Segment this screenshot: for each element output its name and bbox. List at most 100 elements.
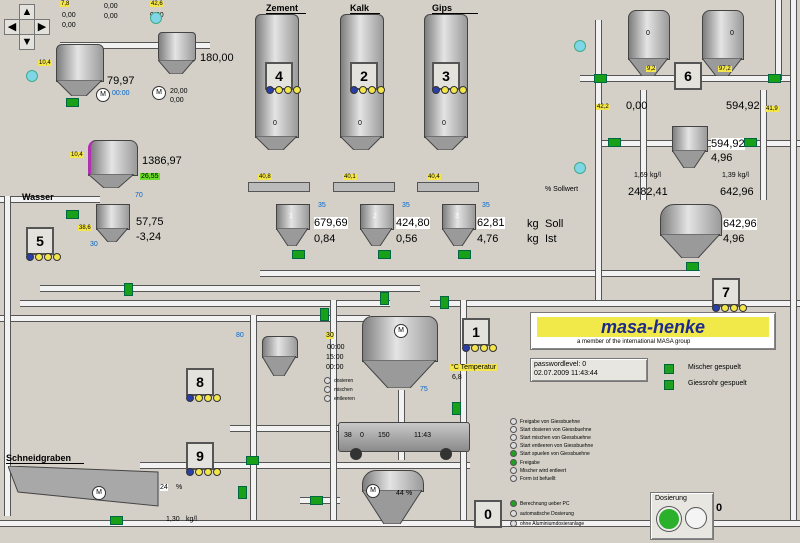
flow-value: 1,39 xyxy=(722,172,736,179)
arrow-up-icon[interactable]: ▲ xyxy=(19,4,35,20)
valve-icon[interactable] xyxy=(686,262,699,271)
dosierung-start-button[interactable] xyxy=(657,507,681,531)
valve-icon[interactable] xyxy=(310,496,323,505)
pipe xyxy=(260,270,700,277)
valve-icon[interactable] xyxy=(452,402,461,415)
pipe xyxy=(775,0,782,80)
pipe xyxy=(40,285,420,292)
company-logo: masa-henke a member of the international… xyxy=(530,312,776,350)
flow-unit: kg/l xyxy=(738,172,749,179)
valve-icon[interactable] xyxy=(440,296,449,309)
weigh-hopper-2-cone xyxy=(360,228,392,246)
dosierung-label: Dosierung xyxy=(655,495,687,502)
water-weight: 57,75 xyxy=(136,216,164,228)
pipe xyxy=(595,20,602,300)
mischer-label: Mischer gespuelt xyxy=(688,364,741,371)
station-0-button[interactable]: 0 xyxy=(474,500,502,528)
valve-icon[interactable] xyxy=(110,516,123,525)
hopper-value: 4,76 xyxy=(477,233,499,245)
supply-tank xyxy=(56,44,104,82)
value-label: 0,00 xyxy=(104,3,118,10)
tank-weight: 1386,97 xyxy=(142,155,182,167)
kalk-header: Kalk xyxy=(350,3,380,14)
arrow-left-icon[interactable]: ◀ xyxy=(4,19,20,35)
right-main-hopper xyxy=(660,204,722,236)
heated-tank xyxy=(88,140,138,176)
valve-icon[interactable] xyxy=(608,138,621,147)
value-badge: 40,1 xyxy=(343,174,357,180)
option-item[interactable]: Berechnung ueber PC xyxy=(510,500,569,507)
giess-indicator xyxy=(664,380,674,390)
valve-icon[interactable] xyxy=(66,210,79,219)
status-dots xyxy=(462,344,497,352)
valve-icon[interactable] xyxy=(378,250,391,259)
value-label: 75 xyxy=(420,386,428,393)
bottom-hopper-cone xyxy=(362,490,422,524)
station-8-button[interactable]: 8 xyxy=(186,368,214,396)
valve-icon[interactable] xyxy=(238,486,247,499)
station-9-button[interactable]: 9 xyxy=(186,442,214,470)
valve-icon[interactable] xyxy=(124,283,133,296)
trench-pct-unit: % xyxy=(176,484,183,491)
valve-icon[interactable] xyxy=(458,250,471,259)
valve-icon[interactable] xyxy=(744,138,757,147)
weigh-hopper-2 xyxy=(360,204,394,230)
valve-icon[interactable] xyxy=(246,456,259,465)
dosierung-stop-button[interactable] xyxy=(685,507,707,529)
value-badge: 40,4 xyxy=(427,174,441,180)
hopper-value: 4,96 xyxy=(711,152,733,164)
green-value: 26,55 xyxy=(140,173,160,180)
valve-icon[interactable] xyxy=(320,308,329,321)
silo-level: 0 xyxy=(442,120,446,127)
value-label: 70 xyxy=(135,192,143,199)
silo-4-button[interactable]: 4 xyxy=(265,62,293,90)
valve-icon[interactable] xyxy=(380,292,389,305)
datetime: 02.07.2009 11:43:44 xyxy=(534,370,598,377)
valve-icon[interactable] xyxy=(768,74,781,83)
station-6-button[interactable]: 6 xyxy=(674,62,702,90)
pump-tank xyxy=(158,32,196,62)
status-item: Freigabe von Giessbuehne xyxy=(510,418,580,425)
screw-conveyor xyxy=(417,182,479,192)
pipe xyxy=(330,300,337,520)
pipe xyxy=(230,425,350,432)
screw-conveyor xyxy=(248,182,310,192)
sollwert-label: % Sollwert xyxy=(545,186,579,193)
arrow-down-icon[interactable]: ▼ xyxy=(19,34,35,50)
station-1-button[interactable]: 1 xyxy=(462,318,490,346)
pump-tank-cone xyxy=(158,60,194,74)
option-item[interactable]: automatische Dosierung xyxy=(510,510,574,517)
station-5-button[interactable]: 5 xyxy=(26,227,54,255)
value-badge: 7,8 xyxy=(60,1,71,7)
valve-icon[interactable] xyxy=(594,74,607,83)
water-tank-cone xyxy=(96,228,128,242)
value-badge: 41,9 xyxy=(765,106,779,112)
silo-zement-cone xyxy=(255,136,297,150)
pump-value: 0,00 xyxy=(170,97,184,104)
value-label: 35 xyxy=(318,202,326,209)
info-panel: passwordlevel: 0 02.07.2009 11:43:44 xyxy=(530,358,648,382)
valve-icon[interactable] xyxy=(292,250,305,259)
valve-icon[interactable] xyxy=(66,98,79,107)
value-label: 594,92 xyxy=(726,100,760,112)
status-dots xyxy=(26,253,61,261)
option-item[interactable]: ohne Aluminiumdosieranlage xyxy=(510,520,584,527)
bottom-pct-unit: % xyxy=(406,490,413,497)
weigh-hopper-3 xyxy=(442,204,476,230)
tank-weight: 79,97 xyxy=(107,75,135,87)
mixer-truck xyxy=(338,422,470,452)
value-label: 0,00 xyxy=(62,22,76,29)
value-badge: 10,4 xyxy=(70,152,84,158)
screw-conveyor xyxy=(333,182,395,192)
truck-value: 38 xyxy=(344,432,352,439)
weigh-hopper-3-cone xyxy=(442,228,474,246)
station-7-button[interactable]: 7 xyxy=(712,278,740,306)
hopper-weight: 62,81 xyxy=(477,217,505,229)
pipe xyxy=(760,90,767,200)
weigh-hopper-1-cone xyxy=(276,228,308,246)
logo-brand: masa-henke xyxy=(537,317,769,337)
status-dots xyxy=(186,394,221,402)
wasser-header: Wasser xyxy=(22,192,54,202)
truck-wheel xyxy=(350,448,362,460)
arrow-right-icon[interactable]: ▶ xyxy=(34,19,50,35)
